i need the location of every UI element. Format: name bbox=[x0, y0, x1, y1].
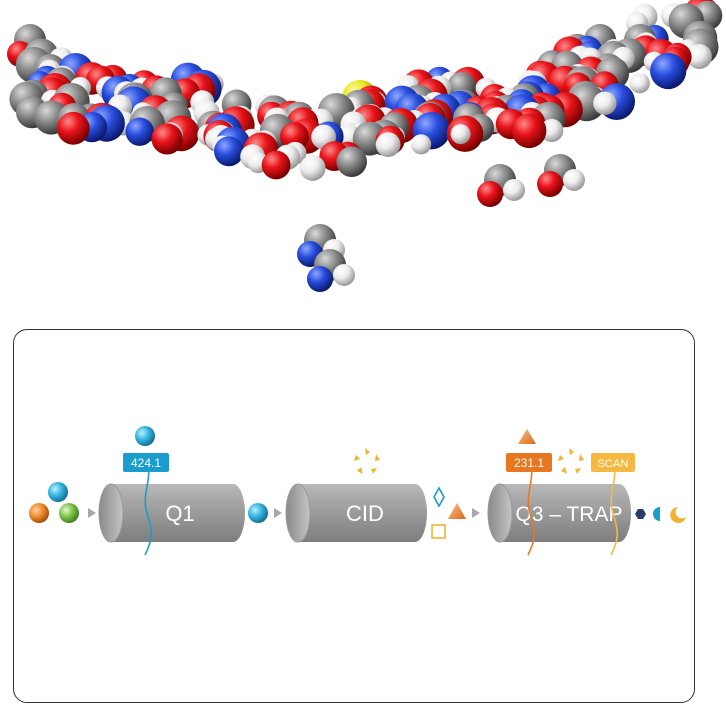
atom-sphere bbox=[593, 91, 617, 115]
atom-sphere bbox=[261, 150, 291, 180]
q3-filter-value: 231.1 bbox=[514, 456, 544, 470]
atom-sphere bbox=[375, 132, 401, 158]
atom-sphere bbox=[511, 113, 547, 149]
atom-sphere bbox=[411, 134, 432, 155]
trap-burst-icon bbox=[558, 448, 584, 474]
atom-sphere bbox=[629, 73, 650, 94]
atom-sphere bbox=[477, 181, 503, 207]
atom-sphere bbox=[686, 44, 712, 69]
fragment-square-icon bbox=[431, 524, 446, 539]
q3-filter-line bbox=[527, 460, 536, 556]
atom-sphere bbox=[336, 146, 368, 177]
precursor-ion-green bbox=[59, 503, 79, 523]
atom-spheres bbox=[7, 0, 723, 292]
fragment-hexagon-icon bbox=[635, 509, 646, 519]
atom-sphere bbox=[280, 122, 309, 152]
atom-sphere bbox=[299, 155, 326, 181]
atom-sphere bbox=[151, 123, 183, 155]
q1-label: Q1 bbox=[165, 501, 194, 526]
fragment-crescent-icon bbox=[670, 507, 686, 523]
atom-sphere bbox=[307, 266, 333, 292]
atom-sphere bbox=[503, 179, 525, 201]
scan-line bbox=[610, 460, 619, 556]
q1-filter-tag bbox=[123, 453, 169, 472]
atom-sphere bbox=[333, 264, 355, 286]
atom-sphere bbox=[540, 118, 564, 143]
atom-sphere bbox=[537, 171, 563, 197]
atom-sphere bbox=[450, 124, 471, 145]
selected-fragment-triangle-icon bbox=[518, 429, 536, 444]
ms-workflow-diagram: Q1 424.1 CID Q3 – TRAP 231.1 bbox=[29, 426, 686, 556]
fragment-triangle-icon bbox=[448, 503, 466, 519]
transmitted-ion bbox=[248, 503, 268, 523]
scan-tag bbox=[591, 453, 635, 472]
q1-filter-line bbox=[144, 460, 153, 556]
precursor-ion-blue bbox=[48, 482, 68, 502]
q3-label: Q3 – TRAP bbox=[516, 503, 623, 526]
scan-label: SCAN bbox=[598, 458, 629, 470]
atom-sphere bbox=[125, 117, 154, 146]
q3-trap-quadrupole: Q3 – TRAP bbox=[487, 483, 631, 543]
atom-sphere bbox=[650, 52, 687, 90]
cid-label: CID bbox=[346, 501, 384, 526]
atom-sphere bbox=[214, 136, 244, 167]
fragment-diamond-icon bbox=[433, 486, 445, 508]
arrow-icon-3 bbox=[472, 508, 480, 518]
fragment-half-circle-icon bbox=[653, 507, 660, 521]
atom-sphere bbox=[563, 169, 585, 191]
arrow-icon-1 bbox=[88, 508, 96, 518]
q1-quadrupole: Q1 bbox=[98, 483, 245, 543]
q1-filter-value: 424.1 bbox=[131, 456, 161, 470]
atom-sphere bbox=[56, 111, 90, 145]
arrow-icon-2 bbox=[274, 508, 282, 518]
q3-filter-tag bbox=[506, 453, 552, 472]
cid-collision-cell: CID bbox=[285, 483, 427, 543]
peptide-molecule-illustration bbox=[7, 0, 723, 292]
fragmentation-burst-icon bbox=[354, 448, 380, 474]
precursor-ion-orange bbox=[29, 503, 49, 523]
selected-precursor-ion bbox=[135, 426, 155, 446]
